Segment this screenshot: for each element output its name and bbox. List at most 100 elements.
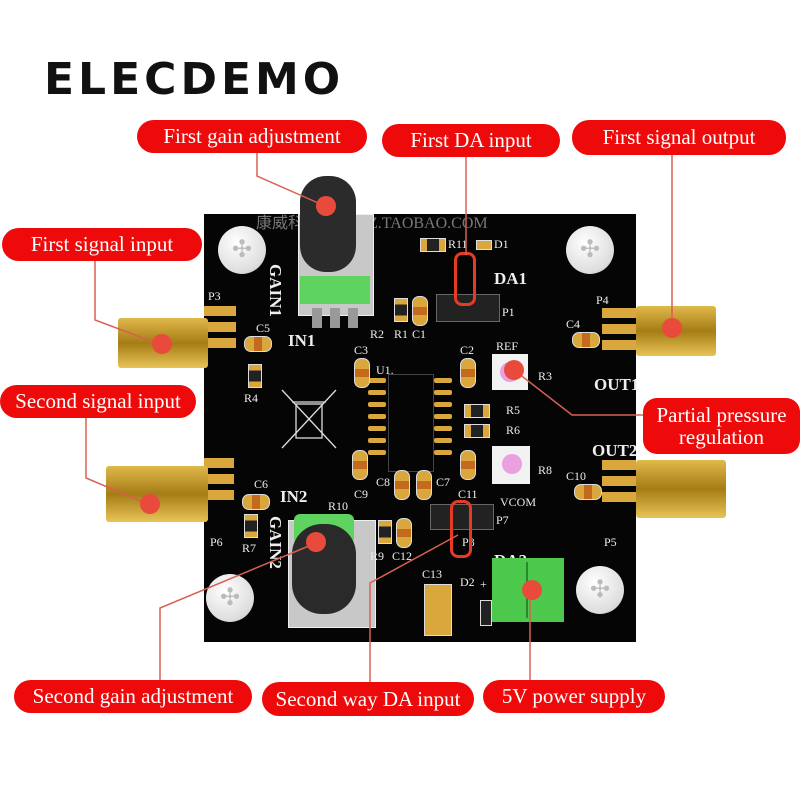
label-c13: C13	[422, 567, 443, 581]
callout-first-in: First signal input	[2, 228, 202, 261]
label-c8: C8	[376, 475, 391, 489]
mounting-screw-top-left	[218, 226, 266, 274]
label-c5: C5	[256, 321, 271, 335]
callout-second-in: Second signal input	[0, 385, 196, 418]
label-r6: R6	[506, 423, 521, 437]
marker-second-in	[140, 494, 160, 514]
label-out2: OUT2	[592, 441, 638, 460]
callout-first-out: First signal output	[572, 120, 786, 155]
marker-first-gain	[316, 196, 336, 216]
capacitor-c4	[572, 332, 600, 348]
label-r2: R2	[370, 327, 385, 341]
sma-pad	[204, 458, 234, 468]
label-p1: P1	[502, 305, 515, 319]
ic-pins	[281, 378, 452, 455]
label-r8: R8	[538, 463, 553, 477]
capacitor-c3	[354, 358, 370, 388]
mounting-screw-bottom-left	[206, 574, 254, 622]
header-p7	[430, 504, 494, 530]
label-out1: OUT1	[594, 375, 640, 394]
label-da1: DA1	[494, 269, 528, 288]
capacitor-c7	[416, 470, 432, 500]
label-c3: C3	[354, 343, 369, 357]
capacitor-c10	[574, 484, 602, 500]
weee-bin-icon	[281, 389, 337, 449]
callout-first-gain: First gain adjustment	[137, 120, 367, 153]
callout-second-gain: Second gain adjustment	[14, 680, 252, 713]
leader-second-in	[85, 418, 151, 506]
callout-partial-pressure: Partial pressure regulation	[643, 398, 800, 454]
sma-pad	[204, 338, 236, 348]
pot-pin	[348, 308, 358, 328]
marker-power	[522, 580, 542, 600]
capacitor-c12	[396, 518, 412, 548]
label-c12: C12	[392, 549, 413, 563]
label-in1: IN1	[288, 331, 316, 350]
label-c4: C4	[566, 317, 581, 331]
sma-pad	[602, 340, 636, 350]
capacitor-c11	[460, 450, 476, 480]
sma-pad	[602, 308, 636, 318]
sma-pad	[204, 306, 236, 316]
label-in2: IN2	[280, 487, 308, 506]
capacitor-c5	[244, 336, 272, 352]
callout-power: 5V power supply	[483, 680, 665, 713]
pot-pin	[330, 308, 340, 328]
highlight-da2	[450, 500, 472, 558]
sma-pad	[204, 322, 236, 332]
sma-pad	[602, 460, 636, 470]
capacitor-c8	[394, 470, 410, 500]
label-ref: REF	[496, 339, 519, 353]
label-c1: C1	[412, 327, 427, 341]
ic-u1	[388, 374, 434, 472]
callout-second-da: Second way DA input	[262, 682, 474, 716]
resistor-r1	[394, 298, 408, 322]
resistor-r6	[464, 424, 490, 438]
leader-partial-pressure	[513, 369, 645, 416]
label-u1: U1.	[376, 363, 394, 377]
label-c9: C9	[354, 487, 369, 501]
marker-partial-pressure	[504, 360, 524, 380]
label-p6: P6	[210, 535, 223, 549]
resistor-r4	[248, 364, 262, 388]
capacitor-c13	[424, 584, 452, 636]
mounting-screw-bottom-right	[576, 566, 624, 614]
sma-pad	[602, 476, 636, 486]
callout-first-da: First DA input	[382, 124, 560, 157]
label-r10: R10	[328, 499, 349, 513]
label-plus: +	[480, 577, 487, 591]
label-r9: R9	[370, 549, 385, 563]
leader-second-gain	[159, 542, 317, 682]
label-c6: C6	[254, 477, 269, 491]
capacitor-c6	[242, 494, 270, 510]
potentiometer-base	[300, 276, 370, 304]
resistor-r5	[464, 404, 490, 418]
label-vcom: VCOM	[500, 495, 537, 509]
label-r11: R11	[448, 237, 468, 251]
label-c11: C11	[458, 487, 478, 501]
capacitor-c9	[352, 450, 368, 480]
marker-first-out	[662, 318, 682, 338]
sma-pad	[204, 474, 234, 484]
label-p7: P7	[496, 513, 509, 527]
marker-first-in	[152, 334, 172, 354]
capacitor-c2	[460, 358, 476, 388]
highlight-da1	[454, 252, 476, 306]
led-d1	[476, 240, 492, 250]
sma-pad	[602, 324, 636, 334]
leader-first-in	[94, 260, 163, 346]
label-d2: D2	[460, 575, 475, 589]
resistor-r9	[378, 520, 392, 544]
sma-connector-out2	[636, 460, 726, 518]
leader-second-da	[369, 534, 459, 682]
label-p4: P4	[596, 293, 609, 307]
leader-first-gain	[256, 152, 326, 207]
potentiometer-knob-gain1	[300, 176, 356, 272]
resistor-r7	[244, 514, 258, 538]
label-c7: C7	[436, 475, 451, 489]
label-p3: P3	[208, 289, 221, 303]
label-r3: R3	[538, 369, 553, 383]
pot-pin	[312, 308, 322, 328]
